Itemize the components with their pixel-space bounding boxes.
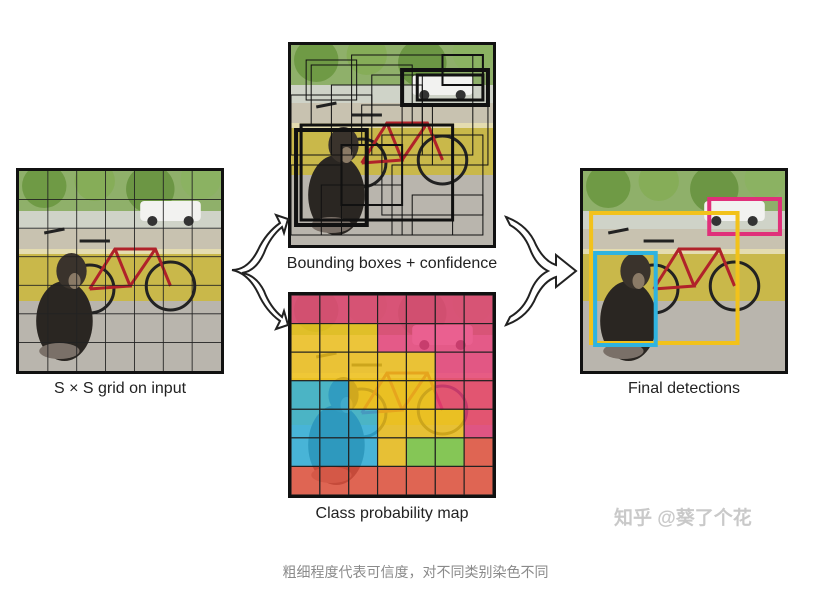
input-image-panel (16, 168, 224, 374)
class-cell-pink (376, 295, 408, 325)
class-cell-pink (434, 323, 465, 353)
class-cell-yellow (319, 351, 350, 382)
classmap-label: Class probability map (315, 505, 469, 522)
class-cell-pink (434, 351, 465, 382)
final-label: Final detections (627, 380, 741, 397)
class-cell-pink (434, 295, 465, 325)
detections-overlay (589, 197, 782, 347)
figure-caption: 粗细程度代表可信度，对不同类别染色不同 (282, 564, 549, 580)
class-cell-yellow (319, 323, 350, 353)
detection-box-car (707, 197, 782, 236)
class-cell-pink (319, 295, 350, 325)
class-cell-pink (405, 323, 436, 353)
class-cell-green (405, 437, 436, 467)
class-cell-pink (463, 295, 493, 325)
class-cell-pink (434, 380, 465, 410)
class-cell-yellow (376, 408, 408, 439)
class-cell-blue (319, 408, 350, 439)
class-cell-green (434, 437, 465, 467)
class-cell-red (434, 465, 465, 495)
class-cell-blue (319, 437, 350, 467)
merge-arrow (503, 215, 578, 327)
class-cell-red (405, 465, 436, 495)
class-probability-panel (288, 292, 496, 498)
class-cell-yellow (348, 351, 379, 382)
class-cell-pink (463, 351, 493, 382)
class-cell-pink (348, 295, 379, 325)
class-cell-red (291, 465, 321, 495)
class-cell-red (463, 465, 493, 495)
class-map-grid (291, 295, 493, 495)
class-cell-pink (463, 380, 493, 410)
class-cell-blue (291, 437, 321, 467)
class-cell-blue (348, 437, 379, 467)
class-cell-yellow (348, 380, 379, 410)
boxes-label: Bounding boxes + confidence (286, 255, 498, 272)
class-cell-red (376, 465, 408, 495)
class-cell-pink (405, 295, 436, 325)
class-cell-yellow (376, 380, 408, 410)
split-arrow (231, 213, 290, 331)
detection-box-dog (593, 251, 658, 347)
class-cell-blue (291, 380, 321, 410)
class-cell-yellow (291, 323, 321, 353)
class-cell-pink (463, 408, 493, 439)
class-cell-blue (348, 408, 379, 439)
watermark: 知乎 @葵了个花 (614, 508, 752, 529)
class-cell-blue (319, 380, 350, 410)
class-cell-yellow (291, 351, 321, 382)
class-cell-red (463, 437, 493, 467)
detection-box-bicycle (589, 211, 740, 345)
class-cell-yellow (376, 351, 408, 382)
input-label: S × S grid on input (53, 380, 187, 397)
class-cell-yellow (434, 408, 465, 439)
class-cell-yellow (376, 437, 408, 467)
class-cell-blue (291, 408, 321, 439)
grid-overlay (19, 171, 221, 371)
class-cell-pink (376, 323, 408, 353)
class-cell-yellow (405, 351, 436, 382)
class-cell-pink (291, 295, 321, 325)
class-cell-red (319, 465, 350, 495)
boxes-overlay (291, 54, 490, 236)
bounding-boxes-panel (288, 42, 496, 248)
class-cell-yellow (348, 323, 379, 353)
class-cell-yellow (405, 408, 436, 439)
class-cell-red (348, 465, 379, 495)
class-cell-yellow (405, 380, 436, 410)
class-cell-pink (463, 323, 493, 353)
final-detections-panel (580, 168, 788, 374)
